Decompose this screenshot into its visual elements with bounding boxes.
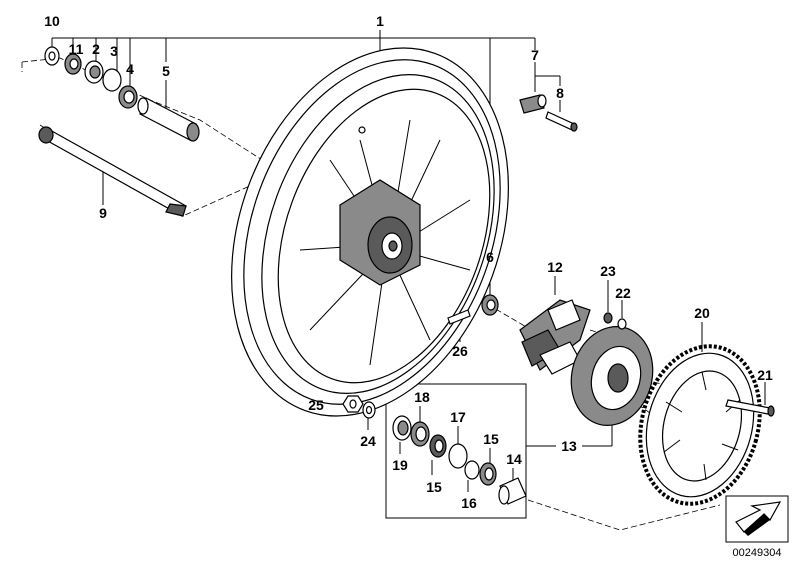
left-parts (38, 46, 200, 217)
label-25: 25 (308, 397, 324, 413)
label-26: 26 (452, 343, 468, 359)
label-14: 14 (506, 451, 522, 467)
label-16: 16 (461, 495, 477, 511)
label-17: 17 (450, 409, 466, 425)
label-1: 1 (376, 13, 384, 29)
label-19: 19 (392, 457, 408, 473)
label-15-upper: 15 (483, 431, 499, 447)
bearing-kit-parts (342, 395, 527, 505)
label-18: 18 (414, 389, 430, 405)
label-6: 6 (486, 249, 494, 265)
label-9: 9 (99, 205, 107, 221)
label-24: 24 (360, 433, 376, 449)
label-22: 22 (615, 285, 631, 301)
part-labels: 1 10 11 2 3 4 5 7 8 9 6 12 23 22 20 21 2… (44, 13, 781, 559)
label-3: 3 (110, 43, 118, 59)
label-7: 7 (531, 47, 539, 63)
label-21: 21 (757, 367, 773, 383)
label-8: 8 (556, 85, 564, 101)
label-4: 4 (126, 61, 134, 77)
label-23: 23 (600, 263, 616, 279)
label-12: 12 (547, 259, 563, 275)
label-2: 2 (92, 41, 100, 57)
diagram-code: 00249304 (733, 547, 782, 559)
label-10: 10 (44, 13, 60, 29)
chain-sprocket (638, 344, 762, 506)
label-11: 11 (69, 41, 84, 57)
drive-parts (447, 294, 775, 506)
label-13: 13 (561, 438, 577, 454)
label-20: 20 (694, 305, 710, 321)
direction-arrow-icon (725, 495, 789, 543)
rear-wheel (231, 47, 509, 417)
valve-parts (519, 94, 578, 132)
label-5: 5 (162, 63, 170, 79)
label-15-lower: 15 (426, 479, 442, 495)
bearing-kit-box (385, 383, 527, 519)
